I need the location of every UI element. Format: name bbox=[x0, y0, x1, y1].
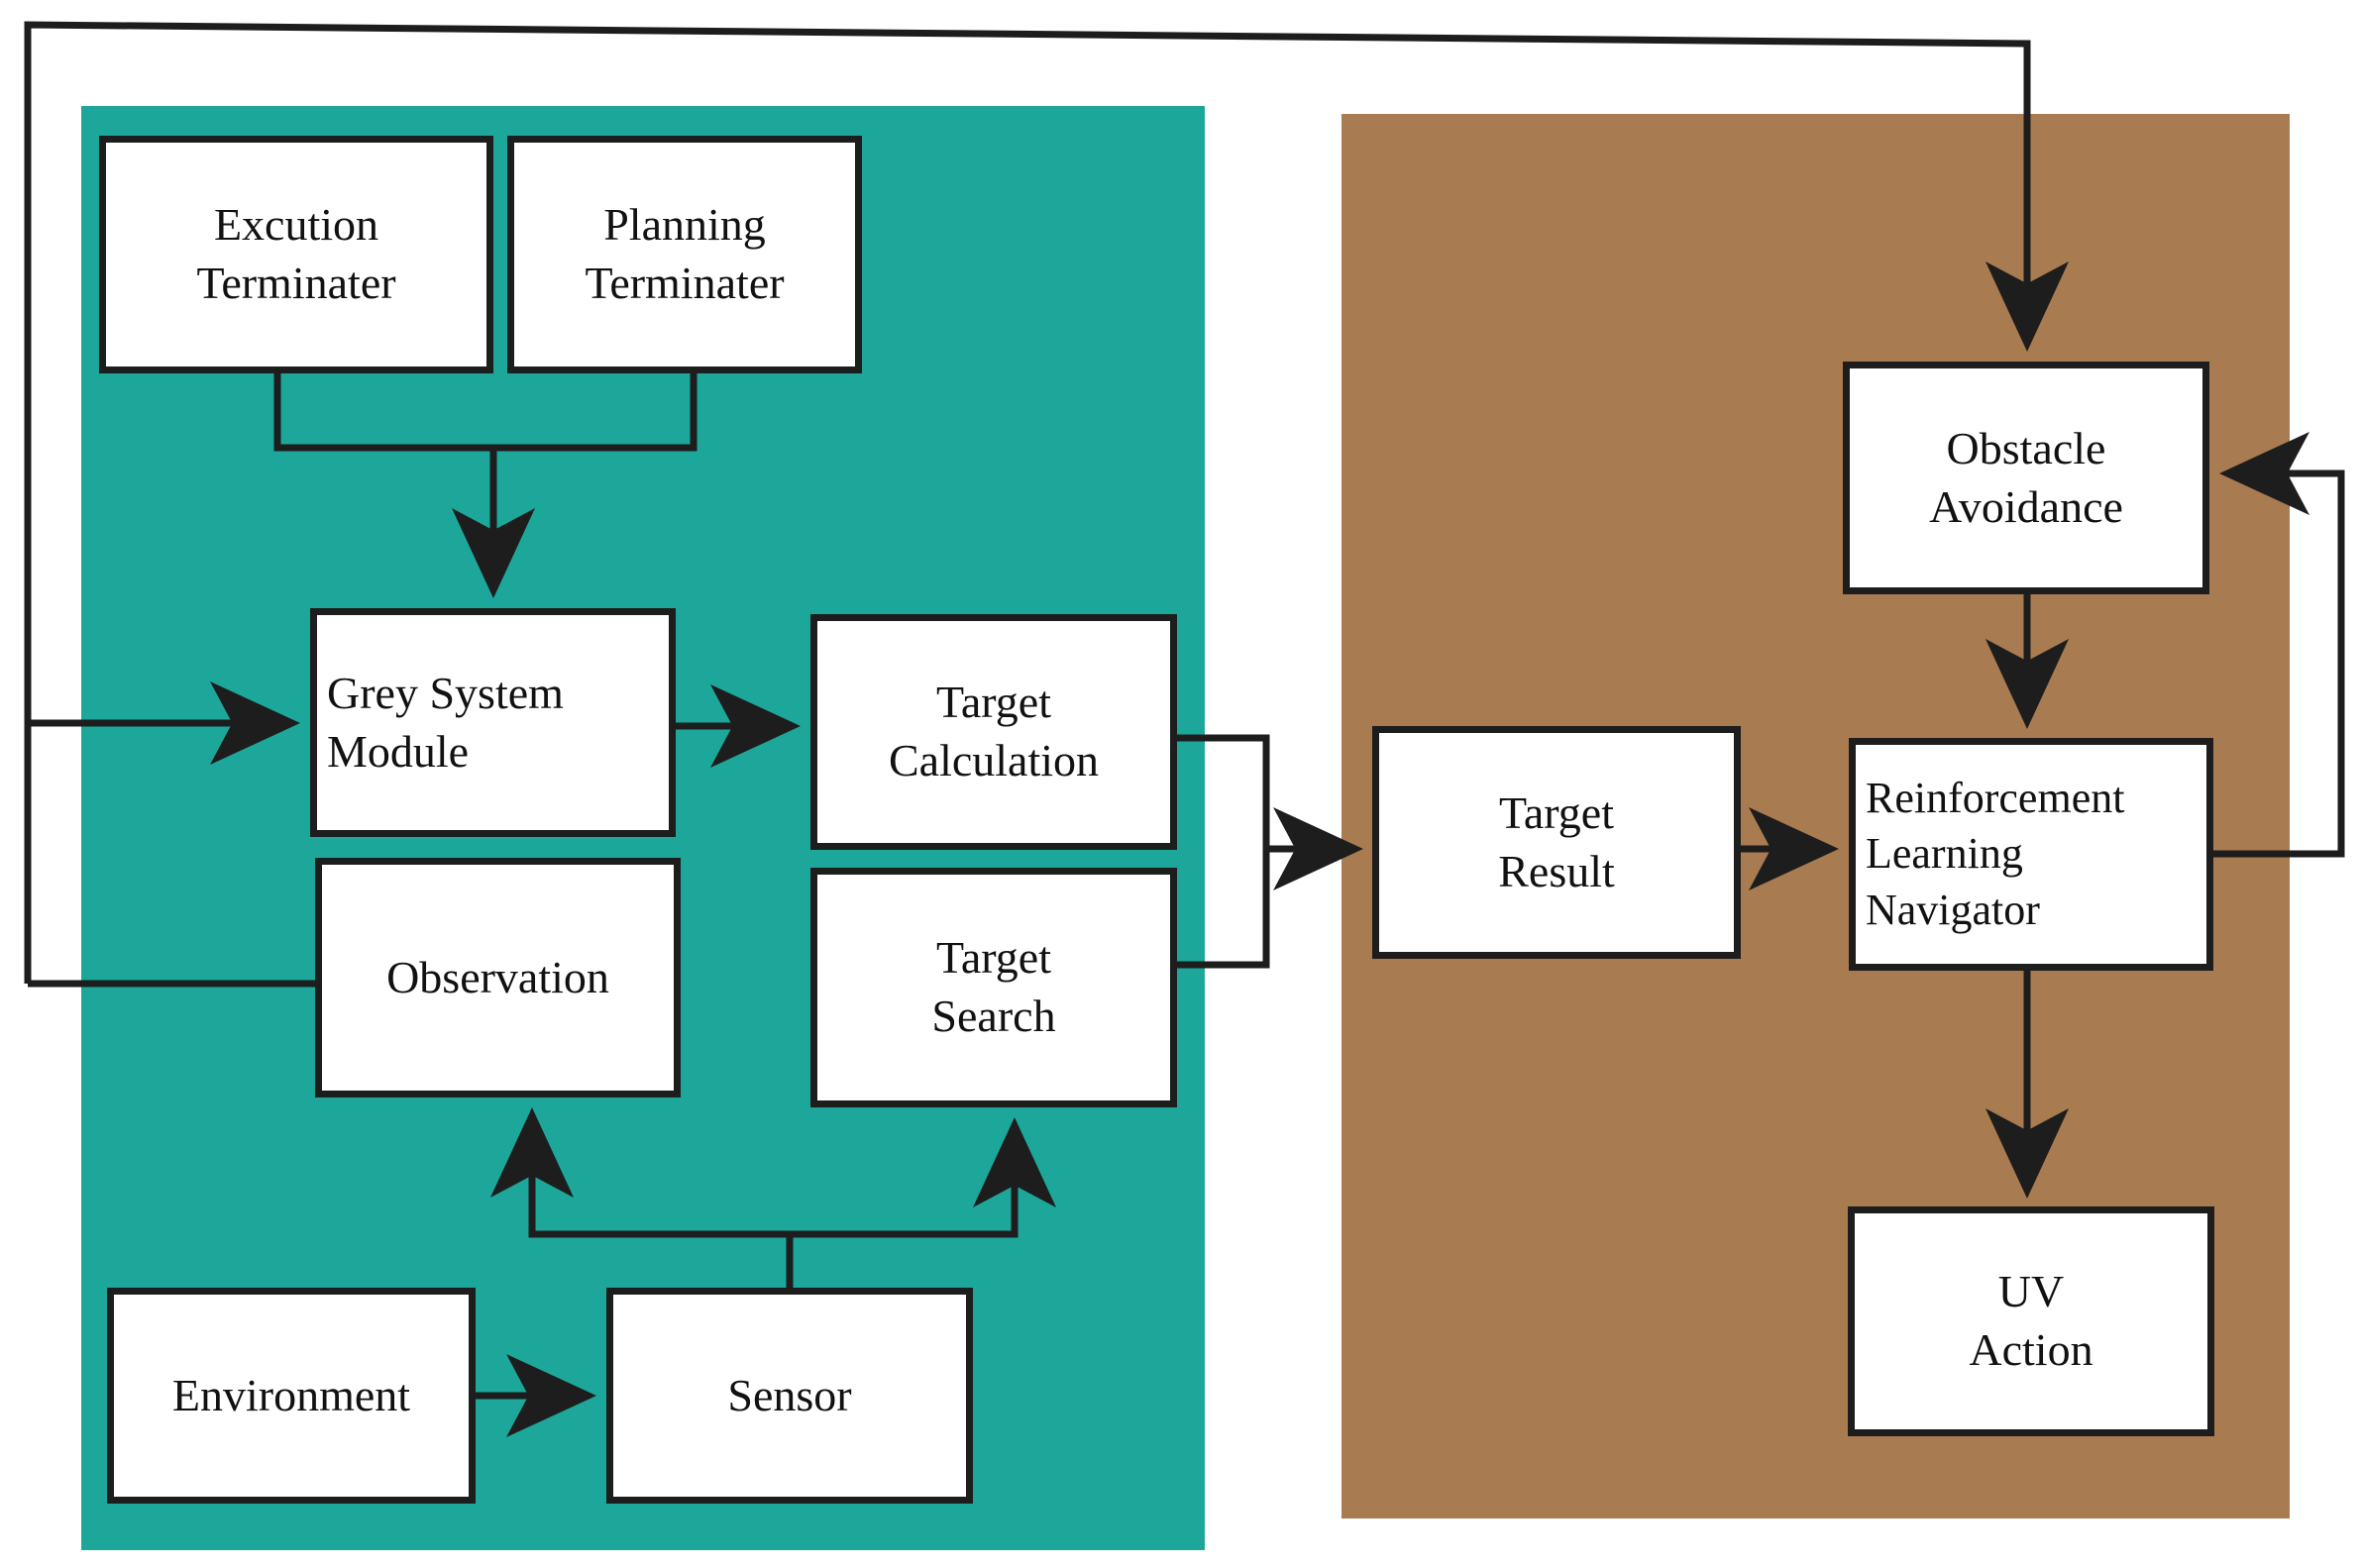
node-environment[interactable]: Environment bbox=[107, 1288, 476, 1504]
node-label-observation: Observation bbox=[386, 951, 609, 1002]
node-sensor[interactable]: Sensor bbox=[606, 1288, 973, 1504]
edge-sensor-to-target-search bbox=[790, 1117, 1056, 1238]
edge-top-loop-into-obstacle-avoidance bbox=[24, 21, 2069, 984]
edge-target-calculation-out bbox=[1177, 734, 1270, 849]
edge-rl-navigator-feedback-to-obstacle-avoidance bbox=[2213, 432, 2345, 858]
node-observation[interactable]: Observation bbox=[315, 858, 681, 1098]
edge-target-search-out bbox=[1177, 849, 1270, 969]
node-label-environment: Environment bbox=[171, 1369, 411, 1420]
node-label-sensor: Sensor bbox=[727, 1369, 852, 1420]
edge-sensor-to-observation bbox=[490, 1107, 790, 1238]
edge-excution-terminater-to-grey-system-module bbox=[273, 373, 698, 452]
